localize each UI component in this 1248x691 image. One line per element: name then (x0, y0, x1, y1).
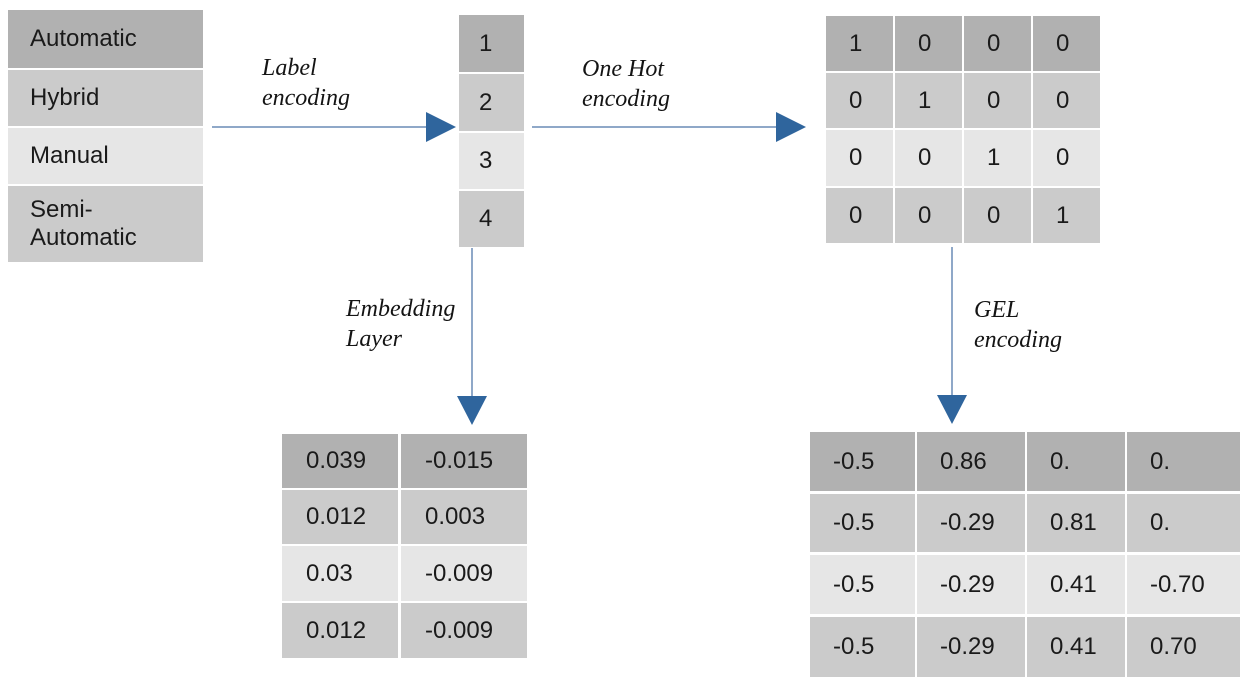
arrow-right-icon (426, 112, 456, 142)
table-cell: 1 (459, 15, 524, 72)
label-encoding-arrow-line (212, 126, 427, 128)
table-cell: 0 (826, 130, 893, 186)
onehot-encoding-arrow-line (532, 126, 777, 128)
table-cell: 0 (1033, 16, 1100, 71)
table-cell: 0.012 (282, 603, 398, 658)
table-cell: -0.5 (810, 432, 915, 491)
table-cell: 0. (1127, 432, 1240, 491)
table-cell: -0.29 (917, 494, 1025, 552)
table-cell: 0 (964, 16, 1031, 71)
table-cell: -0.29 (917, 617, 1025, 677)
table-cell: 0 (964, 73, 1031, 128)
table-cell: -0.009 (401, 603, 527, 658)
table-cell: 1 (826, 16, 893, 71)
onehot-encoding-label: One Hot encoding (582, 56, 670, 112)
table-cell: -0.015 (401, 434, 527, 488)
table-cell: 0.70 (1127, 617, 1240, 677)
table-cell: 0 (895, 16, 962, 71)
arrow-down-icon (457, 396, 487, 425)
embedding-layer-label: Embedding Layer (346, 296, 456, 352)
table-cell: 4 (459, 191, 524, 247)
arrow-right-icon (776, 112, 806, 142)
table-cell: 0 (826, 73, 893, 128)
table-cell: -0.5 (810, 555, 915, 614)
table-cell: 2 (459, 74, 524, 131)
table-cell: 0.012 (282, 490, 398, 544)
table-cell: 0 (1033, 73, 1100, 128)
table-cell: 0.003 (401, 490, 527, 544)
table-cell: Hybrid (8, 70, 203, 126)
table-cell: -0.009 (401, 546, 527, 601)
table-cell: 0 (895, 188, 962, 243)
table-cell: 0.03 (282, 546, 398, 601)
table-cell: 0.039 (282, 434, 398, 488)
table-cell: 0 (1033, 130, 1100, 186)
table-cell: -0.5 (810, 617, 915, 677)
gel-encoding-label: GEL encoding (974, 297, 1062, 353)
table-cell: 0.81 (1027, 494, 1125, 552)
label-encoding-label: Label encoding (262, 55, 350, 111)
table-cell: 0 (964, 188, 1031, 243)
table-cell: 3 (459, 133, 524, 189)
table-cell: 0.41 (1027, 555, 1125, 614)
table-cell: 0 (895, 130, 962, 186)
table-cell: 1 (895, 73, 962, 128)
table-cell: 0.41 (1027, 617, 1125, 677)
table-cell: Manual (8, 128, 203, 184)
table-cell: -0.29 (917, 555, 1025, 614)
table-cell: 0 (826, 188, 893, 243)
table-cell: Semi- Automatic (8, 186, 203, 262)
table-cell: -0.70 (1127, 555, 1240, 614)
table-cell: 1 (1033, 188, 1100, 243)
table-cell: 0.86 (917, 432, 1025, 491)
arrow-down-icon (937, 395, 967, 424)
embedding-layer-arrow-line (471, 248, 473, 397)
table-cell: 0. (1027, 432, 1125, 491)
table-cell: Automatic (8, 10, 203, 68)
table-cell: 1 (964, 130, 1031, 186)
table-cell: 0. (1127, 494, 1240, 552)
gel-encoding-arrow-line (951, 247, 953, 396)
table-cell: -0.5 (810, 494, 915, 552)
